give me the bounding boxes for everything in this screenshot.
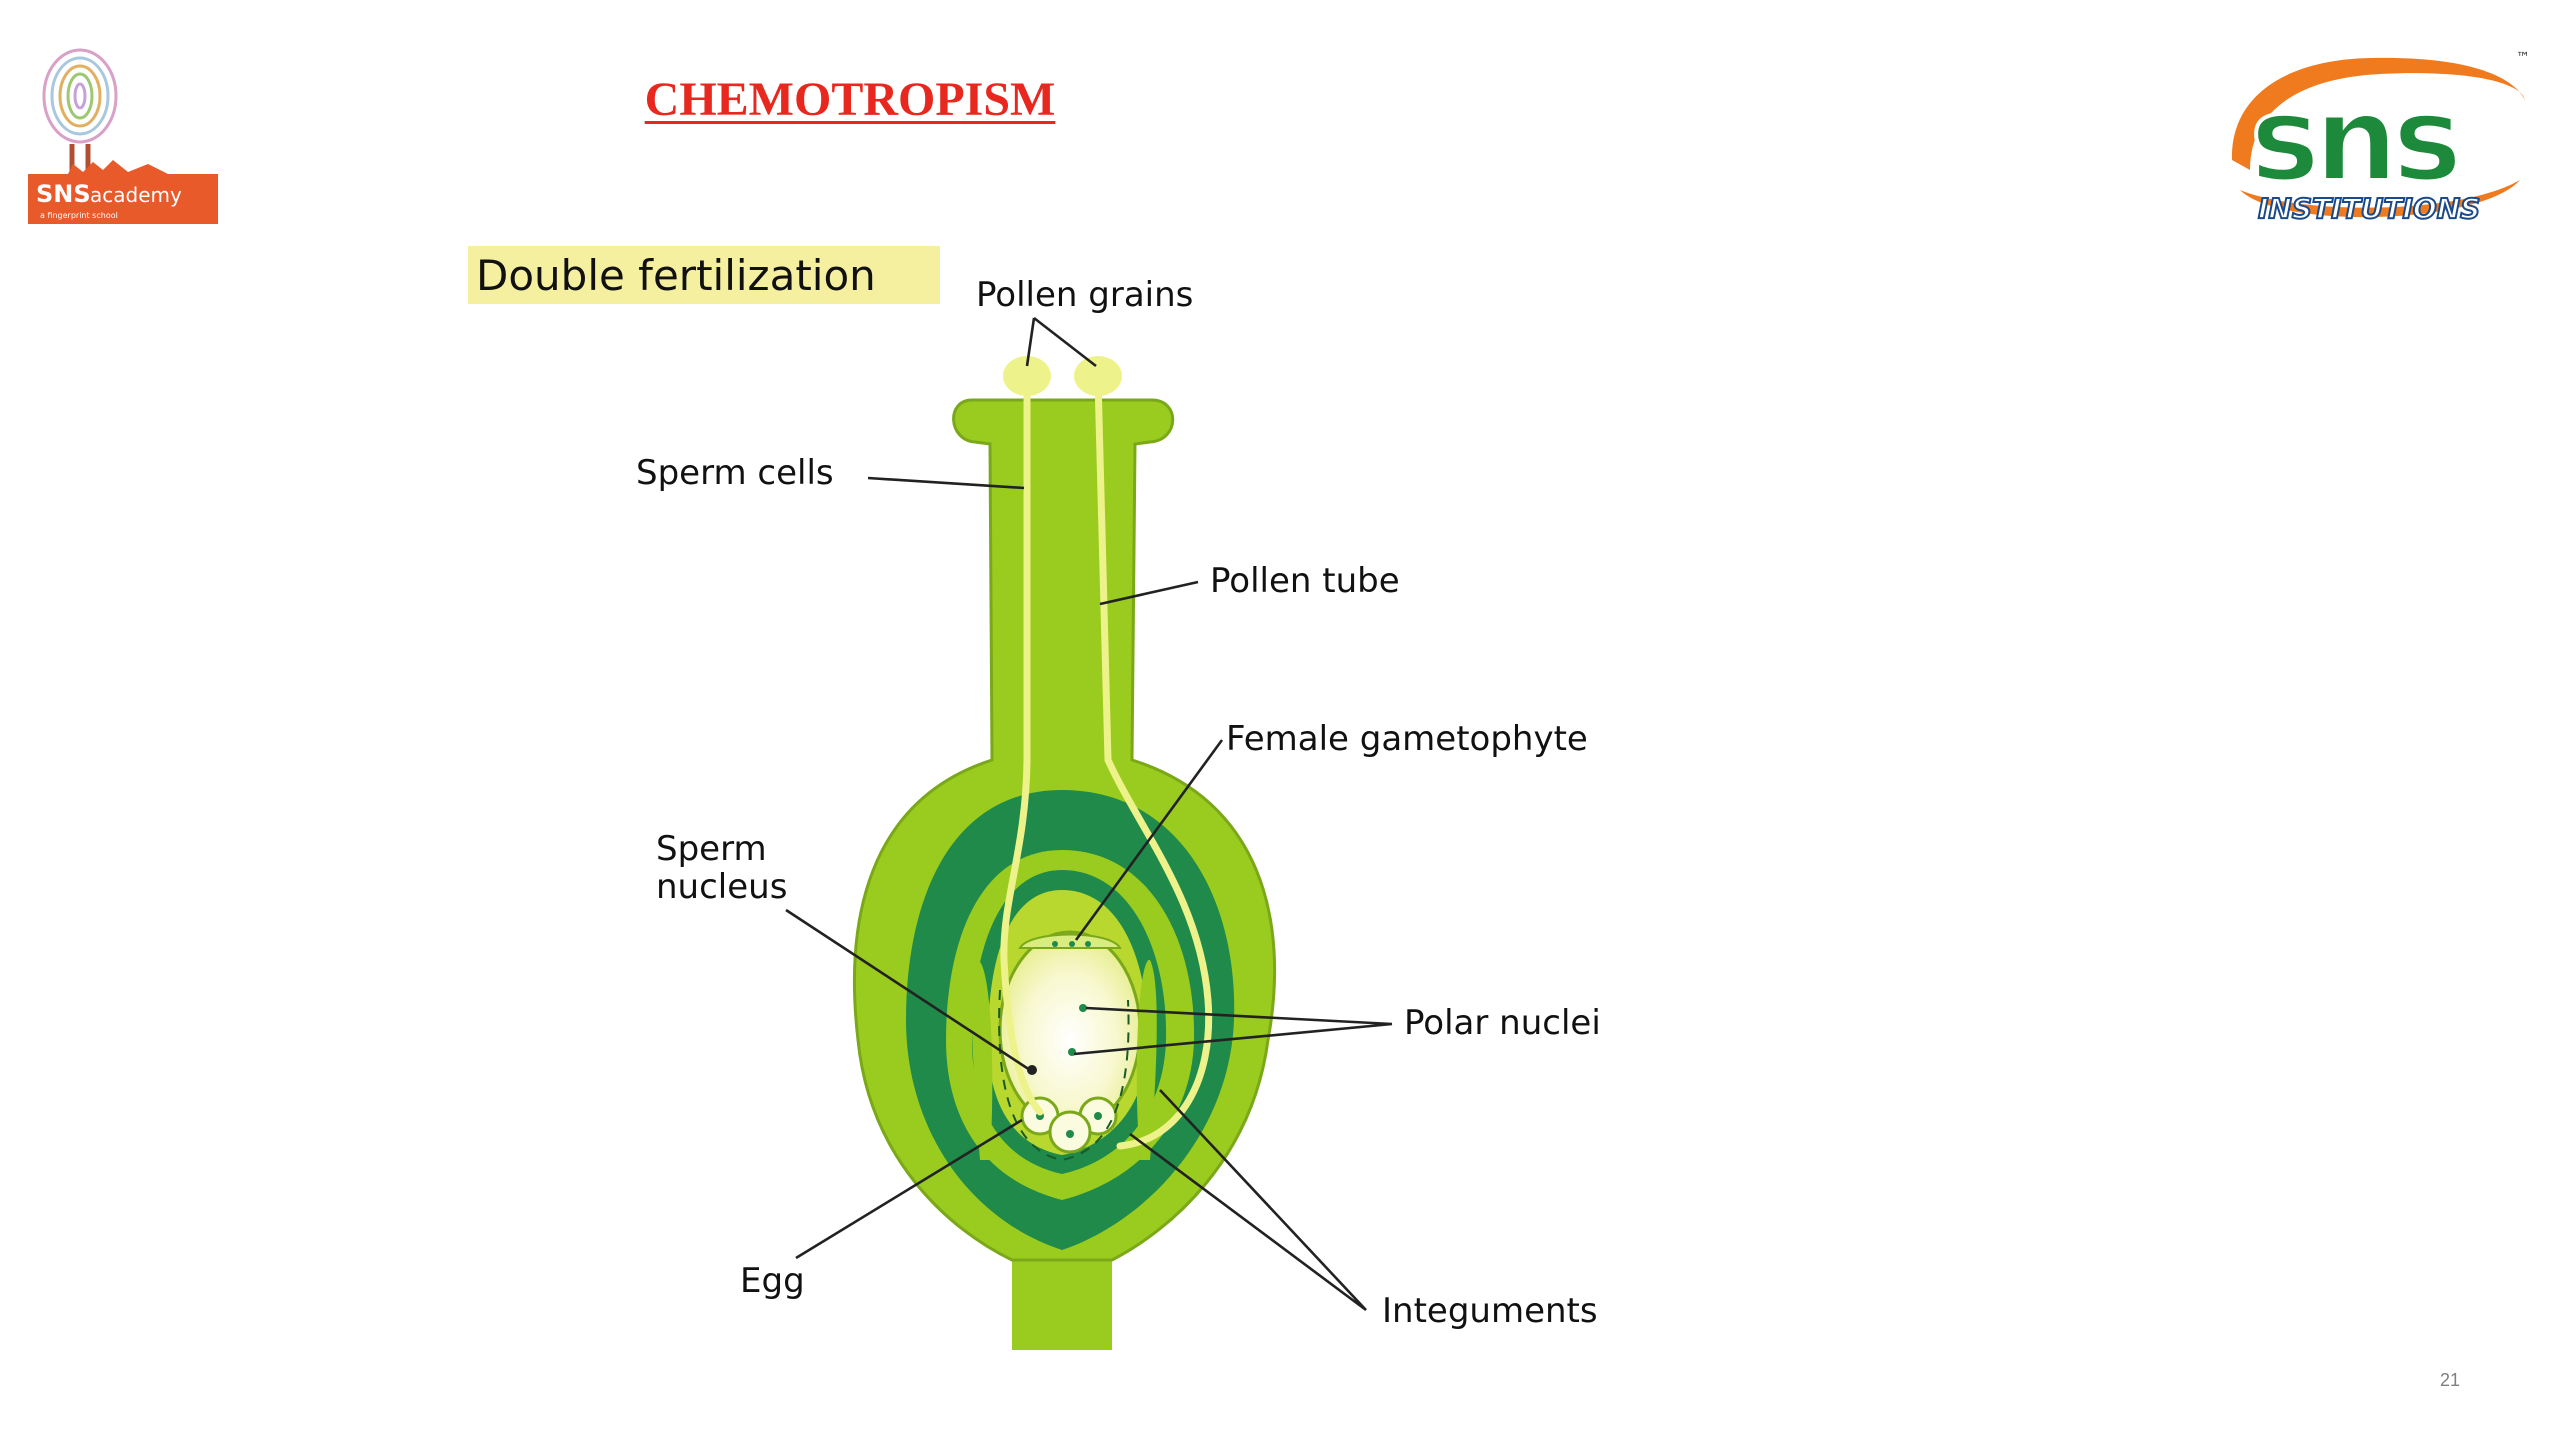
egg-nucleus (1066, 1130, 1074, 1138)
label-polar-nuclei: Polar nuclei (1404, 1003, 1601, 1043)
label-sperm-cells: Sperm cells (636, 453, 834, 493)
label-egg: Egg (740, 1261, 805, 1301)
logo-institutions: INSTITUTIONS (2258, 192, 2480, 225)
micropyle-boundary (998, 989, 1130, 1162)
logo-suffix: academy (90, 183, 182, 207)
logo-banner (28, 160, 218, 224)
label-sperm-nucleus-line1: Sperm (656, 829, 767, 869)
leader-female-gametophyte (1074, 739, 1224, 941)
leader-pollen-tube (1099, 580, 1199, 606)
antipodal-nucleus (1069, 941, 1075, 947)
label-female-gametophyte: Female gametophyte (1226, 719, 1588, 759)
embryo-sac (998, 930, 1142, 1130)
double-fertilization-diagram: Double fertilization (468, 246, 1601, 1350)
label-integuments: Integuments (1382, 1291, 1598, 1331)
slide-title: CHEMOTROPISM (644, 73, 1056, 126)
antipodal-nucleus (1085, 941, 1091, 947)
sns-institutions-logo: sns INSTITUTIONS ™ (2231, 50, 2530, 226)
diagram-heading: Double fertilization (476, 251, 876, 300)
integument-tip (971, 959, 993, 1160)
leader-sperm-cells (867, 476, 1025, 490)
antipodal-nucleus (1052, 941, 1058, 947)
leader-integuments (1129, 1089, 1367, 1312)
page-number: 21 (2439, 1370, 2460, 1390)
sperm-nucleus (1027, 1065, 1037, 1075)
synergid-nucleus (1094, 1112, 1102, 1120)
pollen-tube-left (1000, 376, 1044, 1116)
polar-nucleus (1079, 1004, 1087, 1012)
logo-tagline: a fingerprint school (40, 211, 118, 220)
sns-academy-logo: SNS academy a fingerprint school (28, 48, 218, 224)
heading-highlight (468, 246, 940, 304)
pollen-tube-right (1094, 376, 1213, 1150)
logo-trademark: ™ (2516, 50, 2530, 66)
leader-egg (795, 1118, 1023, 1260)
label-pollen-tube: Pollen tube (1210, 561, 1400, 601)
label-sperm-nucleus-line2: nucleus (656, 867, 787, 907)
label-pollen-grains: Pollen grains (976, 275, 1193, 315)
fingerprint-icon (42, 48, 118, 174)
leader-sperm-nucleus (785, 908, 1031, 1072)
antipodal-cells (1018, 933, 1122, 949)
logo-swoosh-bottom (2240, 180, 2520, 218)
logo-swoosh (2231, 57, 2525, 170)
leader-polar-nuclei (1073, 1006, 1393, 1056)
pollen-grain (1003, 356, 1051, 396)
pollen-grain (1074, 356, 1122, 396)
leader-pollen-grains (1025, 316, 1097, 368)
logo-brand: SNS (36, 180, 91, 208)
logo-brand-sns: sns (2250, 70, 2457, 208)
